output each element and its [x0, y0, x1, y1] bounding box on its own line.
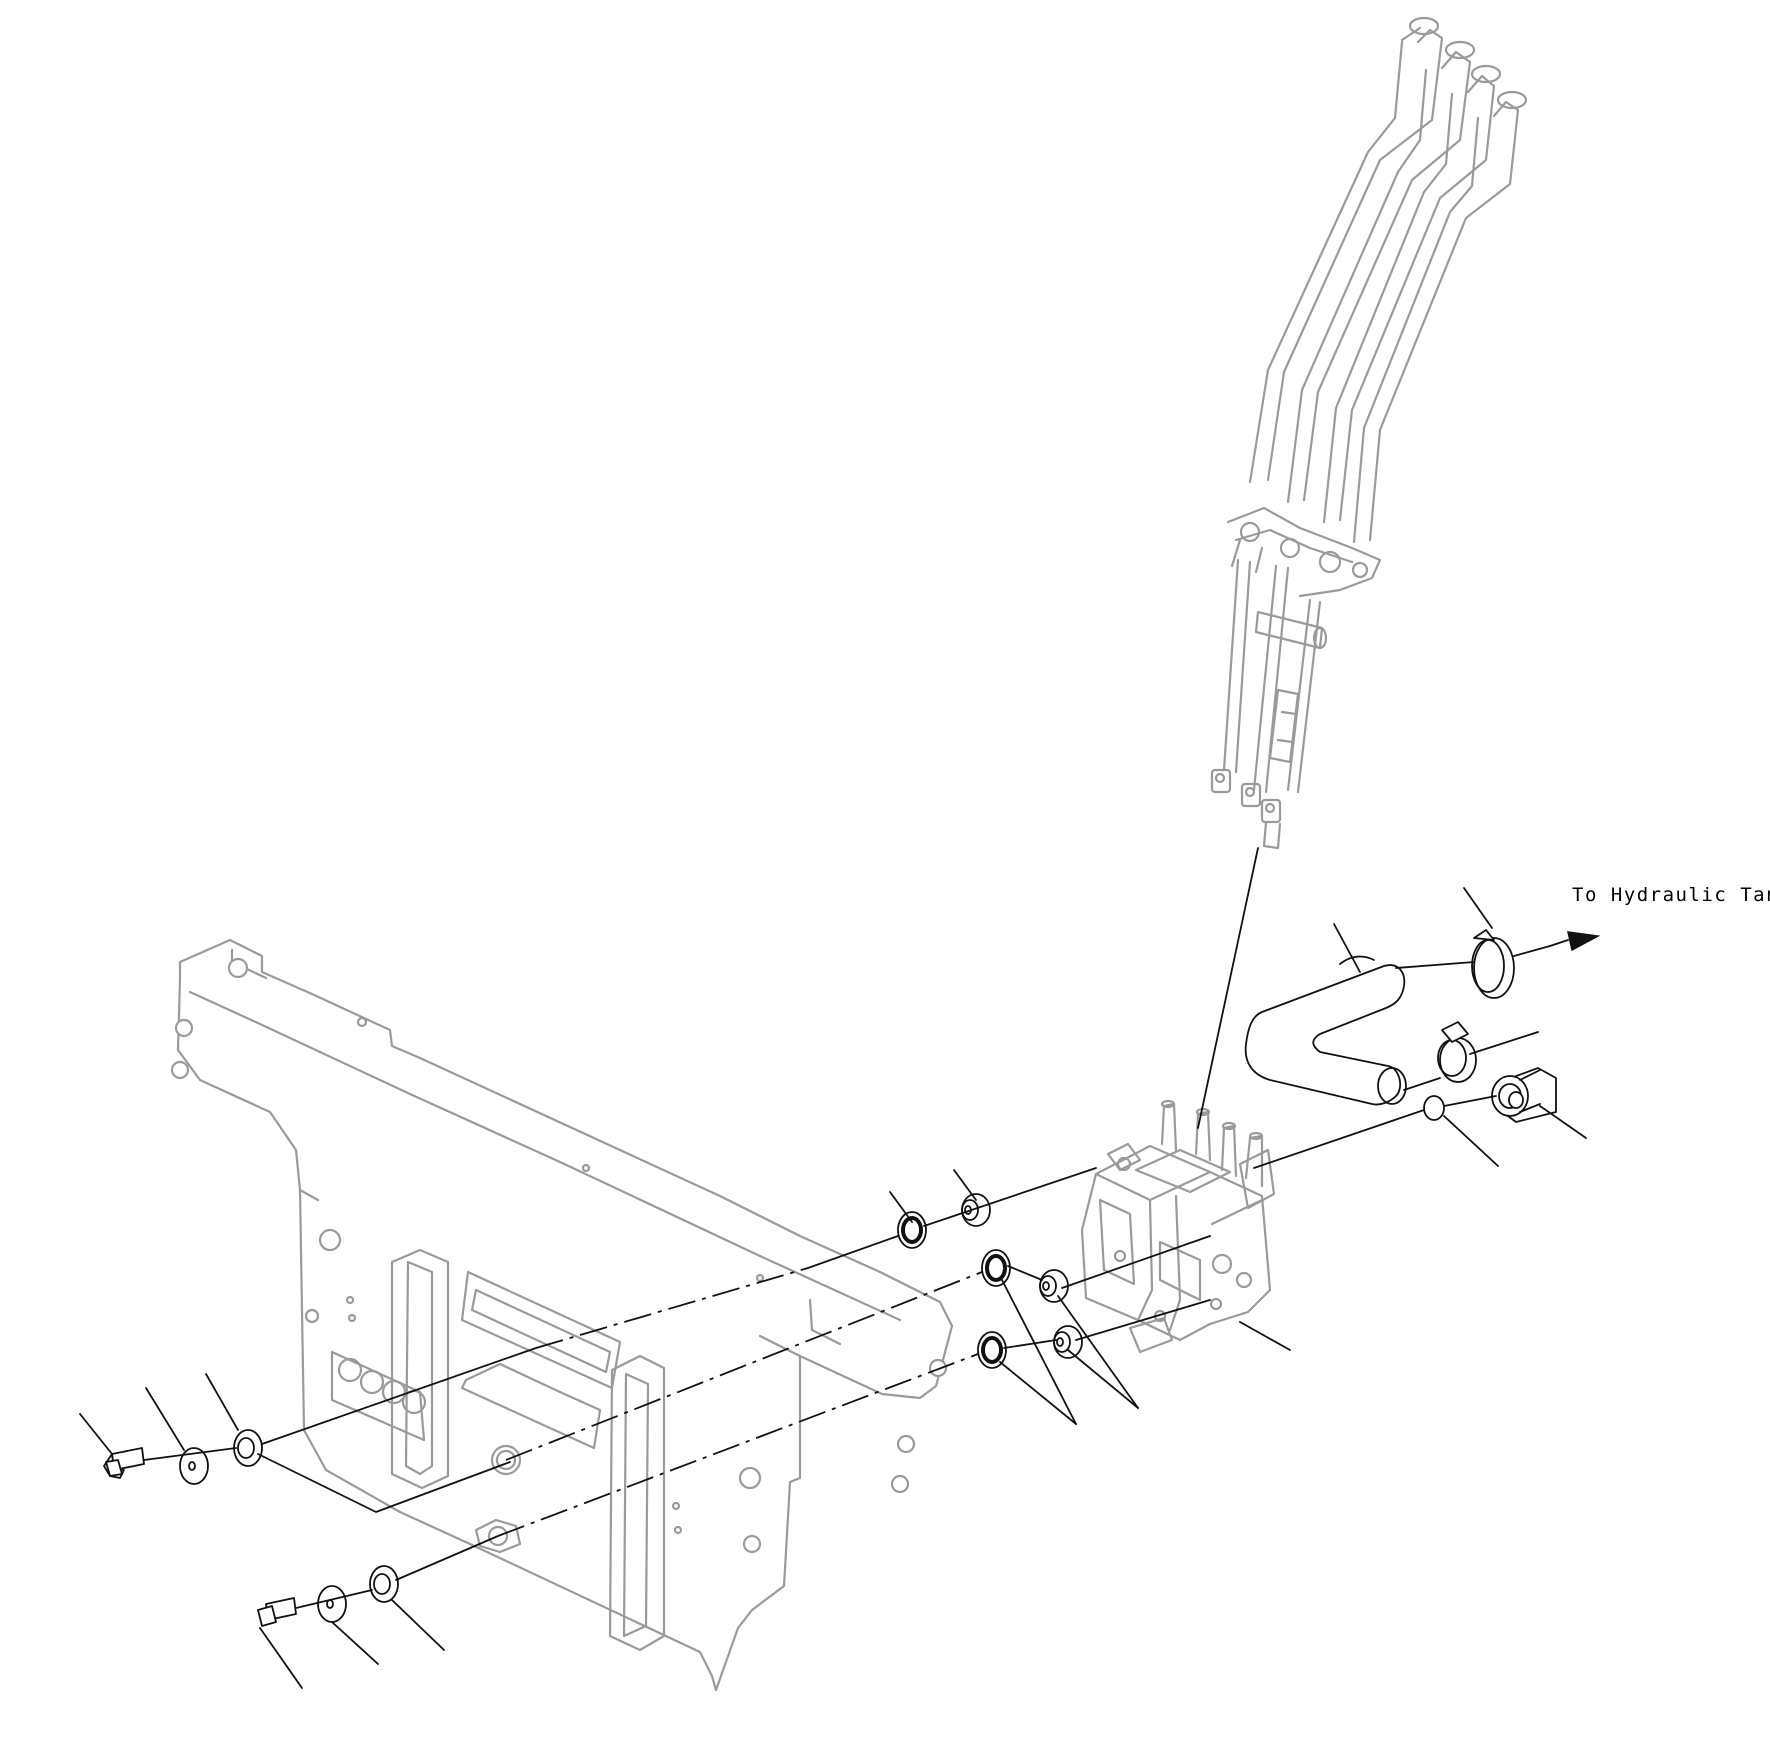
mounting-plate	[170, 938, 954, 1692]
linkage-centerline	[1197, 847, 1259, 1129]
hose-assembly	[1244, 929, 1515, 1106]
tank-annotation-label: To Hydraulic Tank	[1572, 884, 1770, 906]
control-lever-assembly	[1210, 16, 1528, 850]
arrow-right-icon	[1549, 931, 1601, 952]
valve-grommets	[897, 1193, 1083, 1369]
o-ring	[1423, 1095, 1445, 1121]
leader-lines	[79, 887, 1587, 1689]
elbow-fitting	[1491, 1067, 1557, 1123]
lower-bolt-set	[257, 1565, 399, 1627]
assembly-centerlines	[143, 945, 1551, 1609]
control-valve-block	[1080, 1099, 1276, 1354]
upper-bolt-set	[103, 1429, 263, 1485]
